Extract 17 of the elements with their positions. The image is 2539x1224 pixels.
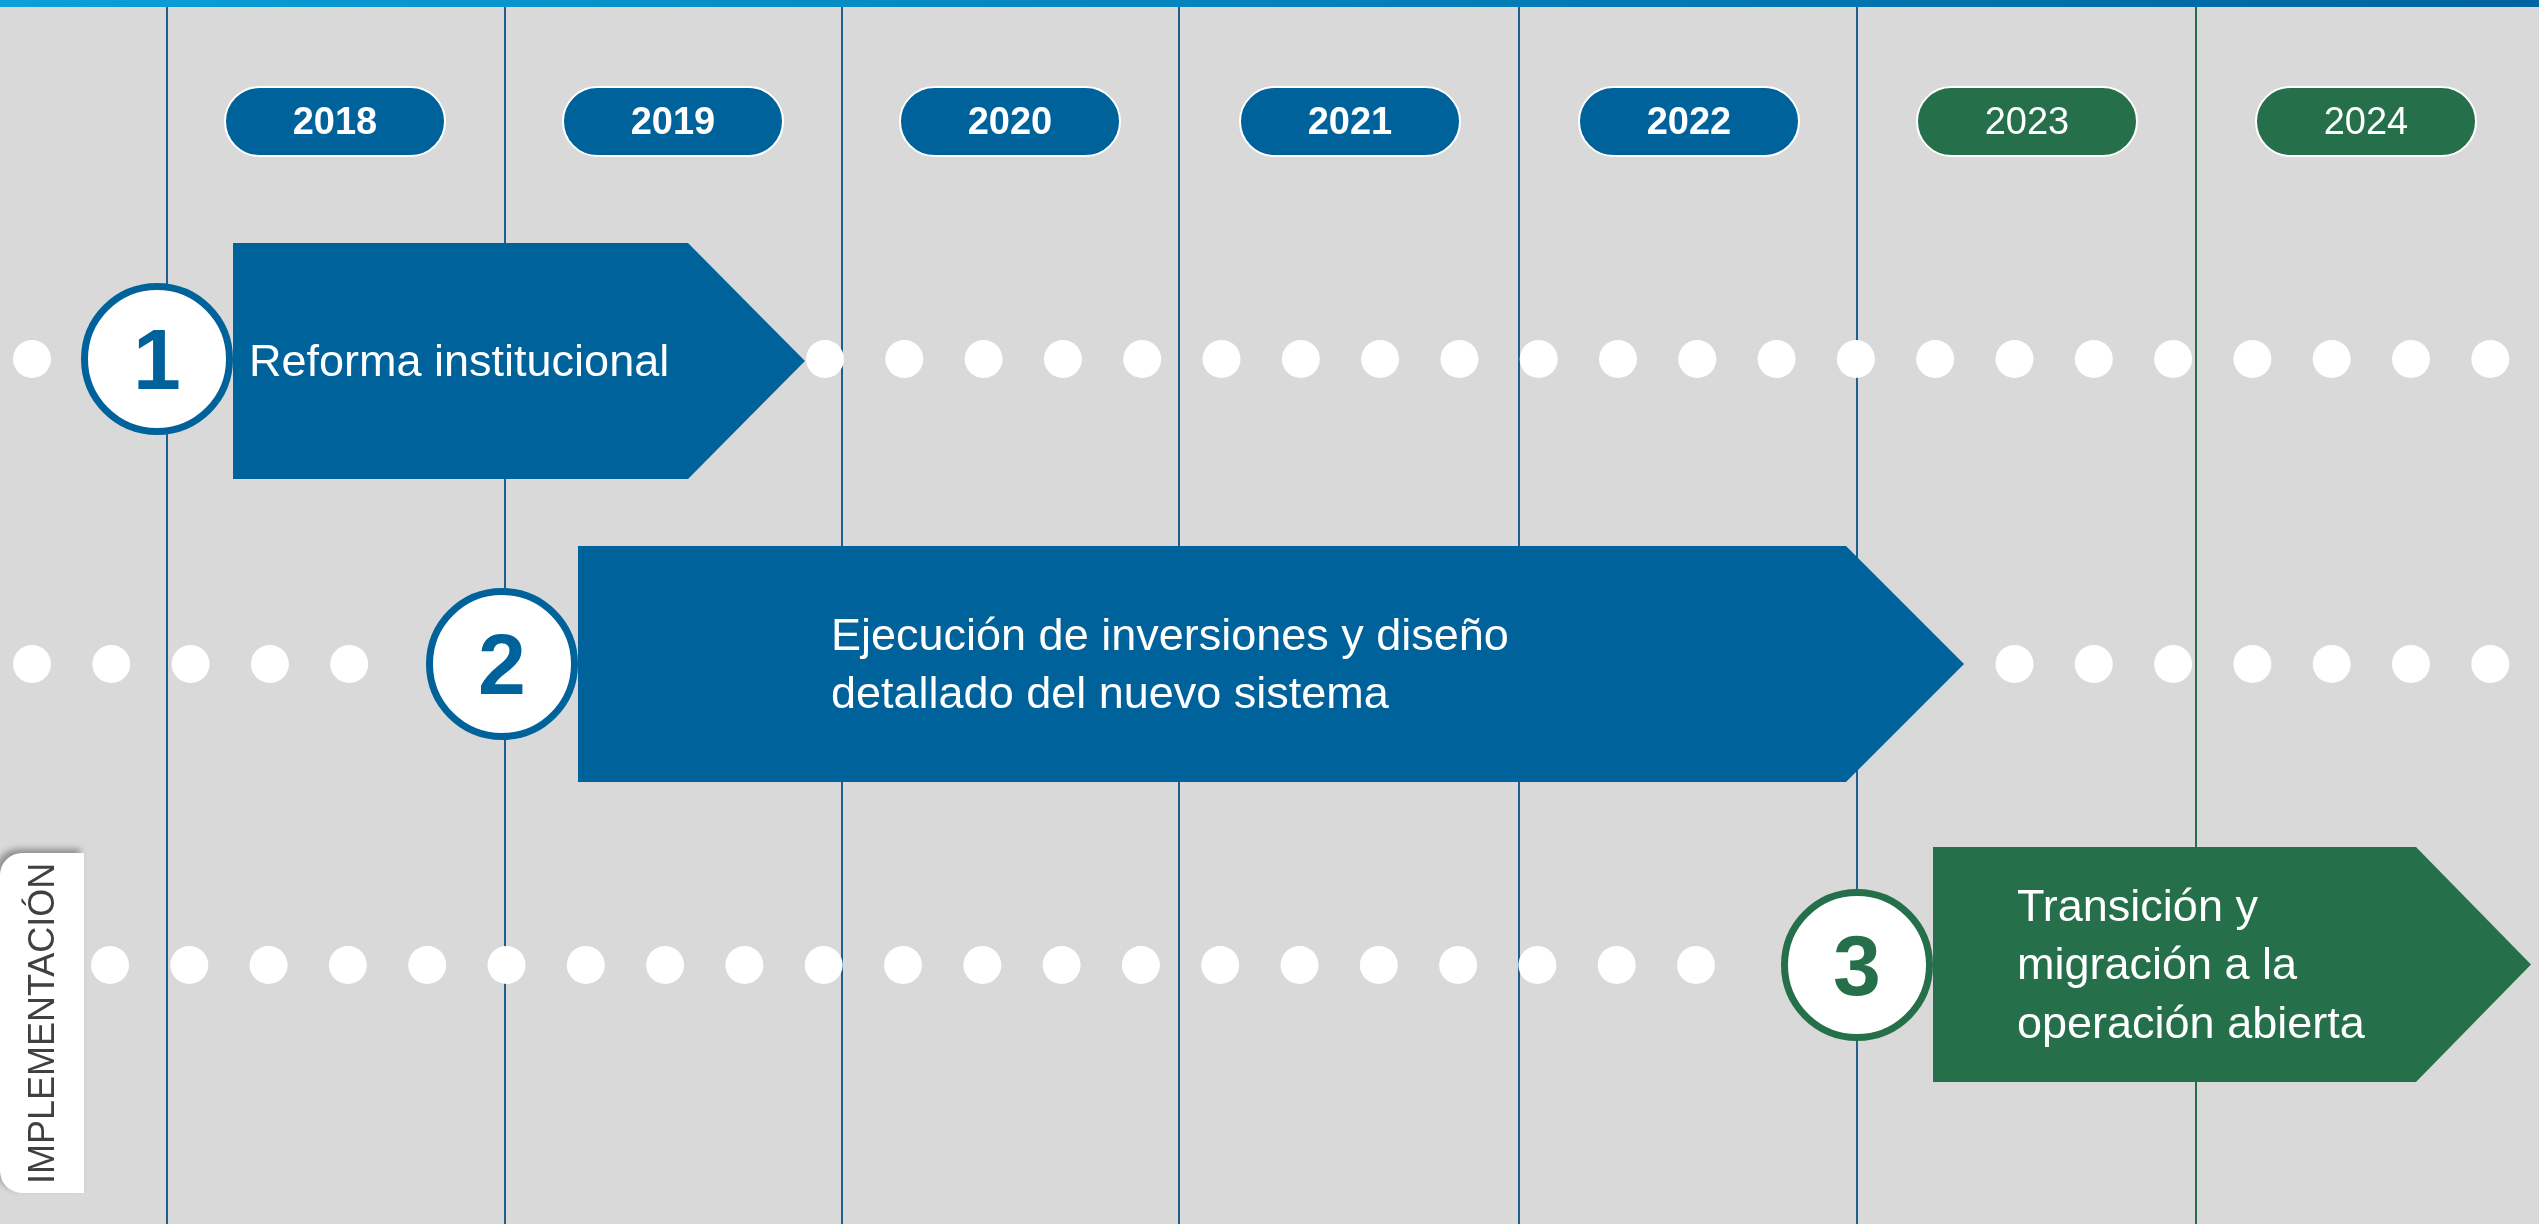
year-pill: 2018	[224, 86, 446, 157]
phase-label: Ejecución de inversiones y diseño detallado del nuevo sistema	[831, 607, 1510, 720]
vertical-tab: IMPLEMENTACIÓN	[0, 853, 84, 1193]
phase-label: Reforma institucional	[249, 333, 671, 388]
step-number-circle: 2	[426, 588, 578, 740]
year-pill: 2019	[562, 86, 784, 157]
year-pill: 2020	[899, 86, 1121, 157]
phase-label: Transición y migración a la operación abierta	[2017, 878, 2366, 1050]
phase-banner	[1933, 847, 2531, 1082]
year-pill: 2022	[1578, 86, 1800, 157]
phase-banner	[578, 546, 1964, 782]
phase-banner	[233, 243, 805, 479]
step-number-circle: 1	[81, 283, 233, 435]
step-number-circle: 3	[1781, 889, 1933, 1041]
year-pill: 2021	[1239, 86, 1461, 157]
year-pill: 2023	[1916, 86, 2138, 157]
year-pill: 2024	[2255, 86, 2477, 157]
